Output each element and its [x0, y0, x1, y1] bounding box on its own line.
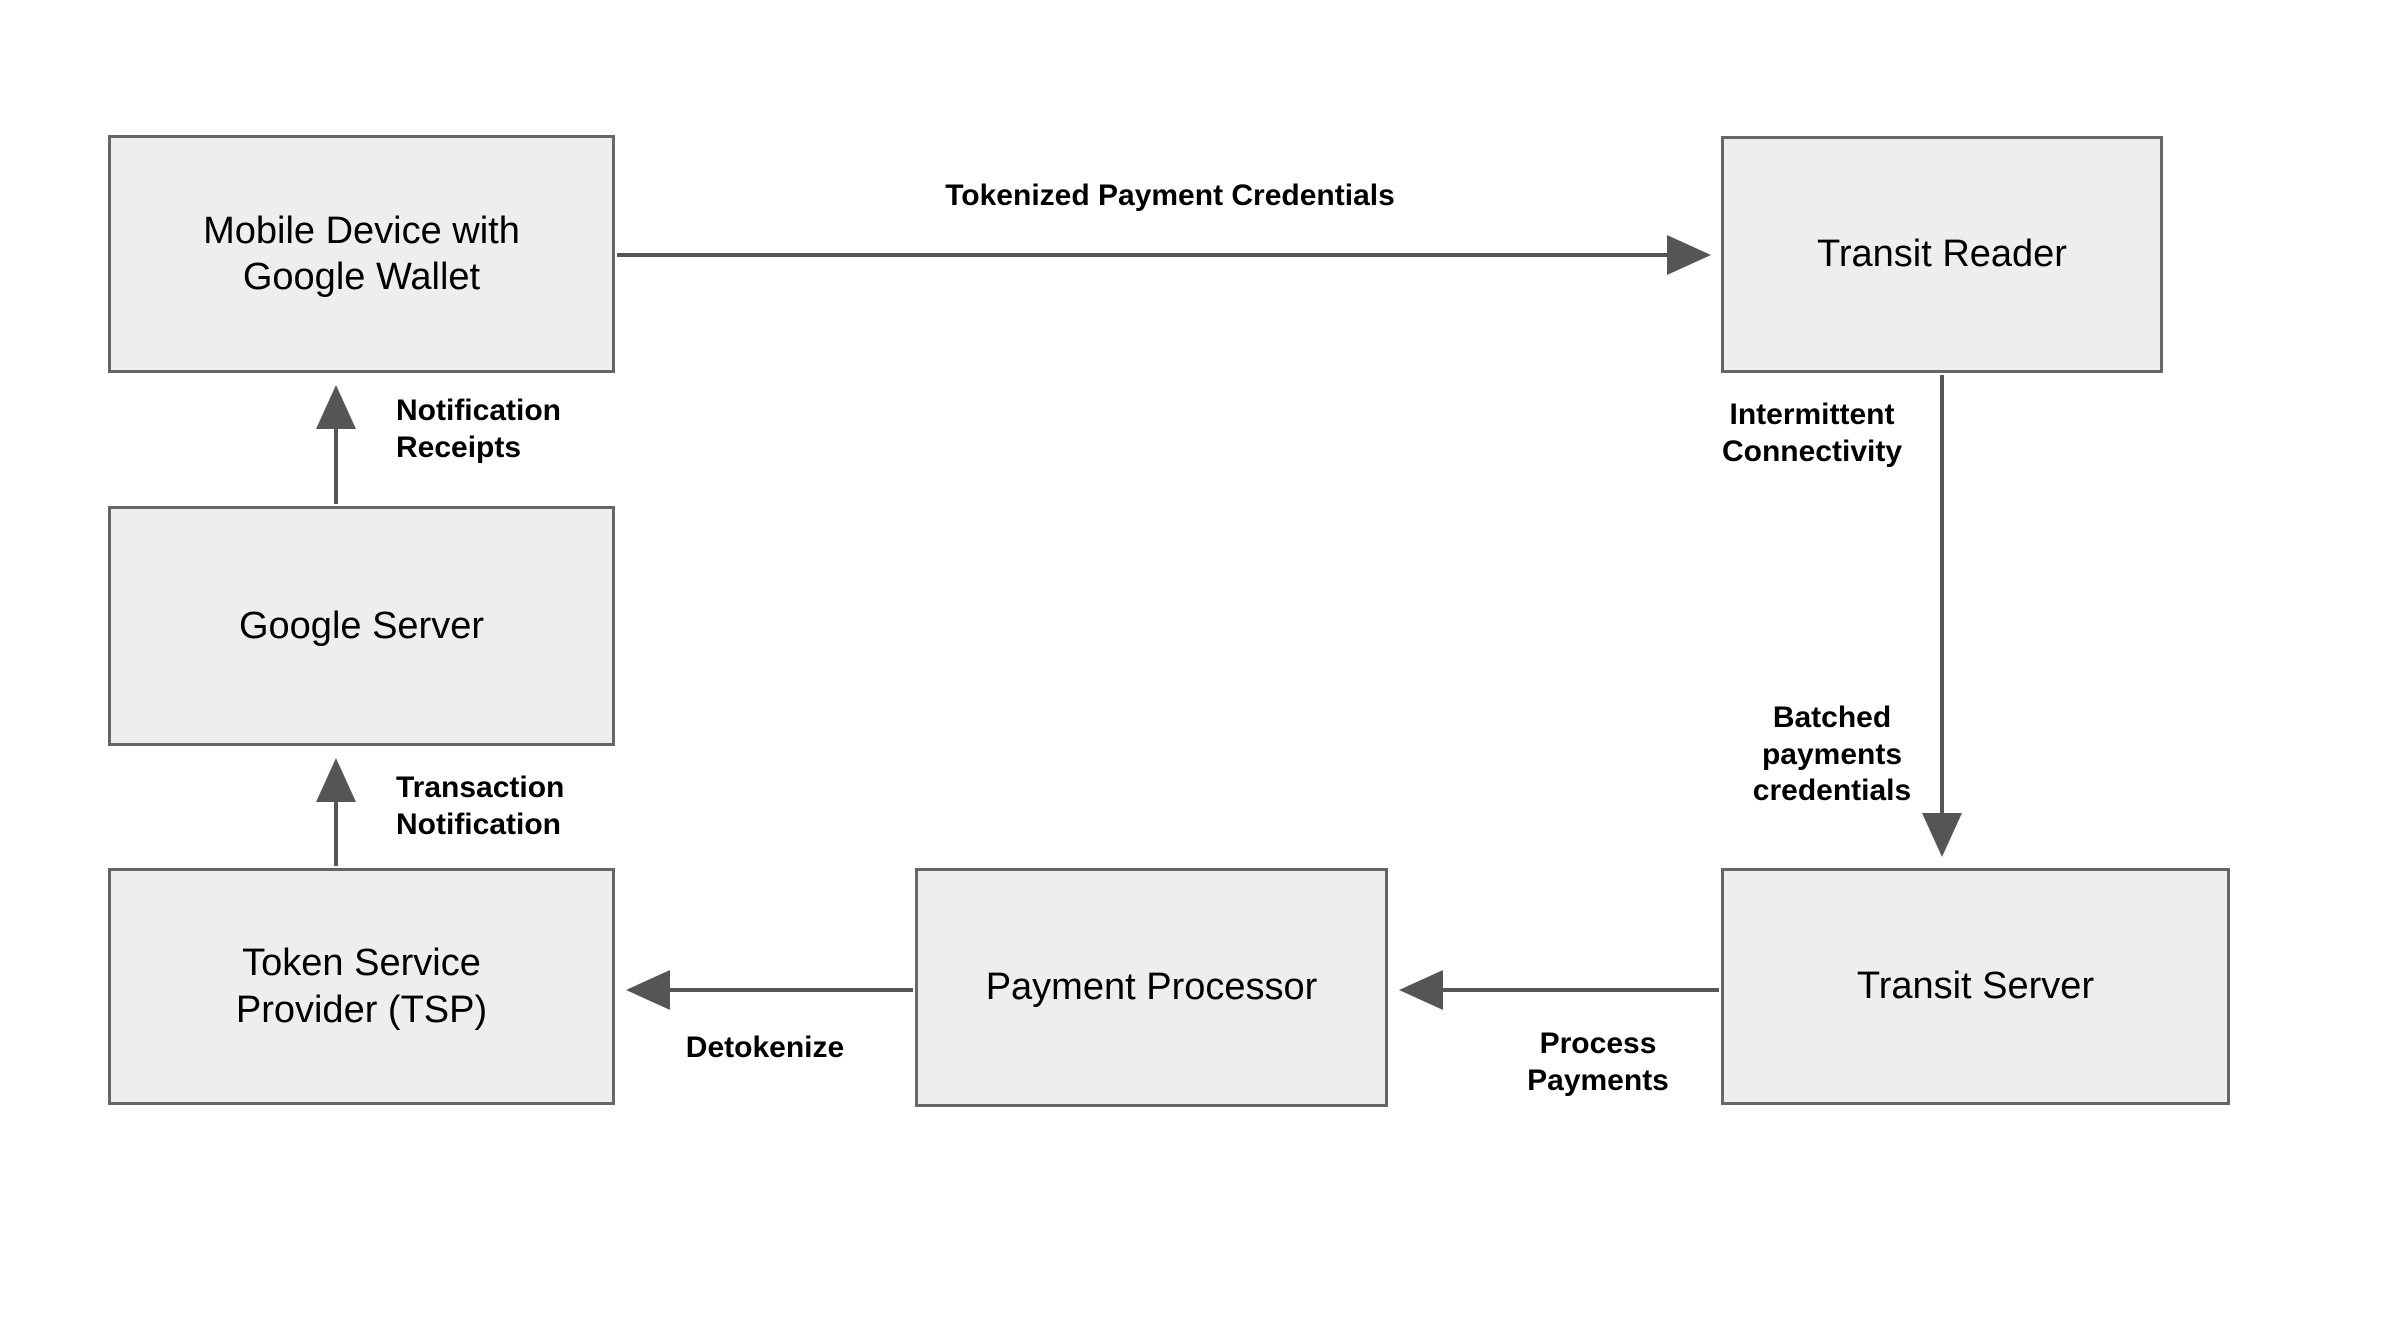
node-label-payment-processor: Payment Processor	[985, 966, 1318, 1009]
edge-label-reader-to-server: Intermittent Connectivity	[1721, 398, 1903, 468]
edge-label-batched-payments-credentials: Batched payments credentials	[1752, 701, 1912, 808]
edge-label-tsp-to-google: Transaction Notification	[396, 771, 565, 841]
node-token-service-provider[interactable]: Token Service Provider (TSP)	[108, 868, 615, 1105]
edge-label-transit-to-processor: Process Payments	[1527, 1027, 1669, 1097]
node-label-google-server: Google Server	[238, 604, 484, 647]
node-mobile-device[interactable]: Mobile Device with Google Wallet	[108, 135, 615, 373]
node-label-transit-server: Transit Server	[1856, 965, 2095, 1008]
node-label-token-service-provider: Token Service Provider (TSP)	[235, 942, 488, 1031]
node-label-transit-reader: Transit Reader	[1817, 233, 2067, 276]
node-transit-reader[interactable]: Transit Reader	[1721, 136, 2163, 373]
node-google-server[interactable]: Google Server	[108, 506, 615, 746]
edge-label-processor-to-tsp: Detokenize	[685, 1031, 845, 1064]
node-label-mobile-device: Mobile Device with Google Wallet	[203, 209, 520, 298]
edge-label-mobile-to-reader: Tokenized Payment Credentials	[945, 179, 1395, 212]
node-transit-server[interactable]: Transit Server	[1721, 868, 2230, 1105]
edge-label-google-to-mobile: Notification Receipts	[396, 394, 561, 464]
node-payment-processor[interactable]: Payment Processor	[915, 868, 1388, 1107]
